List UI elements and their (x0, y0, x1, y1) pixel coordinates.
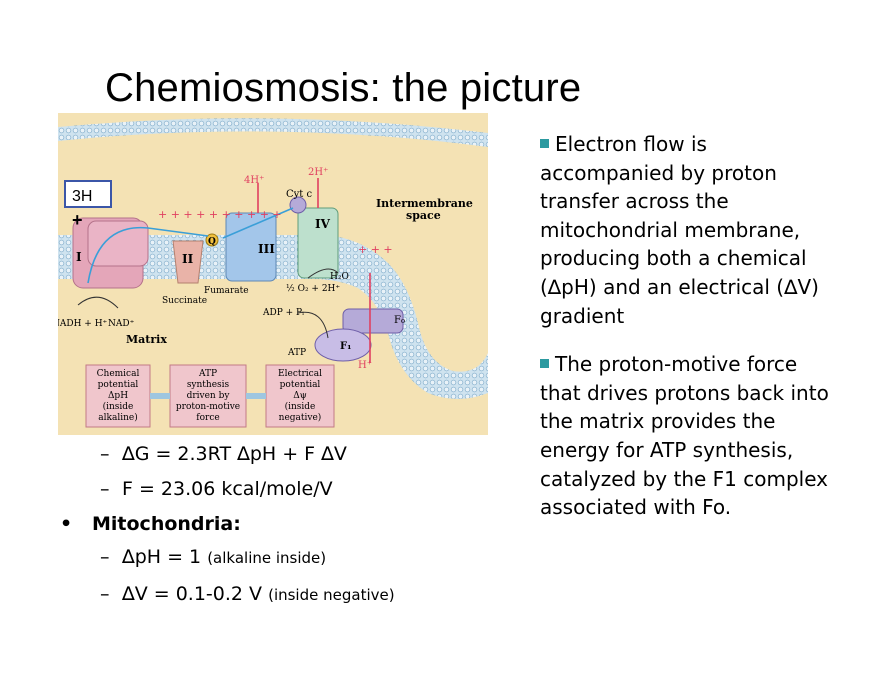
label-atp: ATP (287, 348, 306, 358)
label-complex-iv: IV (315, 217, 331, 231)
equation-line-1: –∆G = 2.3RT ∆pH + F ∆V (100, 443, 347, 465)
chemiosmosis-diagram: + + + + + + + + + + + + + 3H + Intermemb… (58, 113, 488, 435)
equation-text-2: F = 23.06 kcal/mole/V (122, 478, 333, 500)
dash-marker: – (100, 443, 110, 465)
box-right-line4: (inside (285, 401, 316, 412)
equation-note-4: (alkaline inside) (207, 549, 327, 567)
outer-membrane (58, 118, 488, 147)
dash-marker: – (100, 583, 110, 605)
box-atp (169, 364, 247, 428)
box-mid-line3: driven by (187, 391, 231, 401)
label-matrix: Matrix (126, 333, 167, 346)
dash-marker: – (100, 478, 110, 500)
label-h2o: H₂O (330, 272, 349, 282)
slide-title: Chemiosmosis: the picture (105, 66, 582, 110)
f1-shape (314, 328, 372, 362)
label-intermembrane: Intermembrane (376, 197, 473, 210)
equation-line-3: • Mitochondria: (60, 513, 241, 535)
equation-note-5: (inside negative) (268, 586, 395, 604)
equation-line-5: –∆V = 0.1-0.2 V (inside negative) (100, 583, 395, 605)
diagram-svg: + + + + + + + + + + + + + 3H + Intermemb… (58, 113, 488, 435)
equation-line-2: –F = 23.06 kcal/mole/V (100, 478, 333, 500)
bullet-list: Electron flow is accompanied by proton t… (540, 130, 840, 542)
label-f1: F₁ (340, 341, 351, 352)
complex-iii-shape (225, 212, 277, 282)
o2-arrow (307, 268, 339, 279)
box-left-line3: ΔpH (108, 391, 128, 401)
label-o2: ½ O₂ + 2H⁺ (286, 283, 340, 294)
electron-path-arrow (87, 226, 209, 284)
label-q: Q (208, 237, 216, 247)
label-fumarate: Fumarate (204, 286, 249, 296)
bullet-item-1: Electron flow is accompanied by proton t… (540, 130, 840, 330)
square-bullet-icon (540, 359, 549, 369)
label-4h: 4H⁺ (244, 175, 264, 186)
box-right-line1: Electrical (278, 369, 322, 379)
nadh-arrow (77, 296, 119, 309)
label-nad: NAD⁺ (108, 319, 135, 329)
fo-shape (342, 308, 404, 334)
bullet-dot-icon: • (60, 513, 73, 535)
label-adp: ADP + Pᵢ (262, 308, 304, 318)
box-electrical (265, 364, 335, 428)
3h-box (64, 180, 112, 208)
label-cyt-c: Cyt c (286, 189, 312, 200)
square-bullet-icon (540, 139, 549, 148)
box-mid-line4: proton-motive (176, 402, 240, 412)
box-left-line5: alkaline) (98, 412, 137, 423)
box-mid-line5: force (196, 413, 219, 423)
equation-text-5: ∆V = 0.1-0.2 V (122, 583, 263, 605)
box-mid-line1: ATP (198, 369, 217, 379)
bullet-item-2: The proton-motive force that drives prot… (540, 350, 840, 522)
equation-text-3: Mitochondria: (92, 513, 241, 535)
label-space: space (406, 209, 441, 222)
equation-text-1: ∆G = 2.3RT ∆pH + F ∆V (122, 443, 347, 465)
bullet-text-1: Electron flow is accompanied by proton t… (540, 132, 819, 328)
box-left-line2: potential (98, 380, 139, 390)
box-chemical (85, 364, 151, 428)
label-2h: 2H⁺ (308, 167, 328, 178)
box-right-line2: potential (280, 380, 321, 390)
cyt-c-shape (289, 196, 307, 214)
box-right-line3: Δψ (293, 391, 307, 401)
bullet-text-2: The proton-motive force that drives prot… (540, 352, 829, 520)
label-complex-iii: III (258, 242, 275, 256)
label-nadh: NADH + H⁺ (58, 319, 108, 329)
adp-arrow (297, 311, 329, 339)
box-mid-line2: synthesis (187, 380, 230, 390)
box-left-line1: Chemical (97, 369, 140, 379)
label-h-plus: H⁺ (358, 360, 372, 371)
label-fo: F₀ (394, 315, 405, 326)
label-complex-i: I (76, 250, 82, 264)
label-complex-ii: II (182, 252, 194, 266)
equation-text-4: ∆pH = 1 (122, 546, 202, 568)
complex-i-arm (87, 220, 149, 267)
label-plus: + (72, 210, 83, 230)
plus-marks-right: + + + (358, 243, 393, 256)
dash-marker: – (100, 546, 110, 568)
electron-path-arrow-2 (222, 207, 294, 239)
box-right-line5: negative) (279, 412, 322, 423)
label-3h: 3H (72, 188, 92, 205)
inner-membrane (58, 235, 488, 399)
complex-ii-shape (172, 240, 204, 284)
q-shape (205, 233, 219, 247)
equation-line-4: –∆pH = 1 (alkaline inside) (100, 546, 326, 568)
box-left-line4: (inside (103, 401, 134, 412)
label-succinate: Succinate (162, 296, 207, 306)
plus-marks: + + + + + + + + + + (158, 208, 282, 221)
